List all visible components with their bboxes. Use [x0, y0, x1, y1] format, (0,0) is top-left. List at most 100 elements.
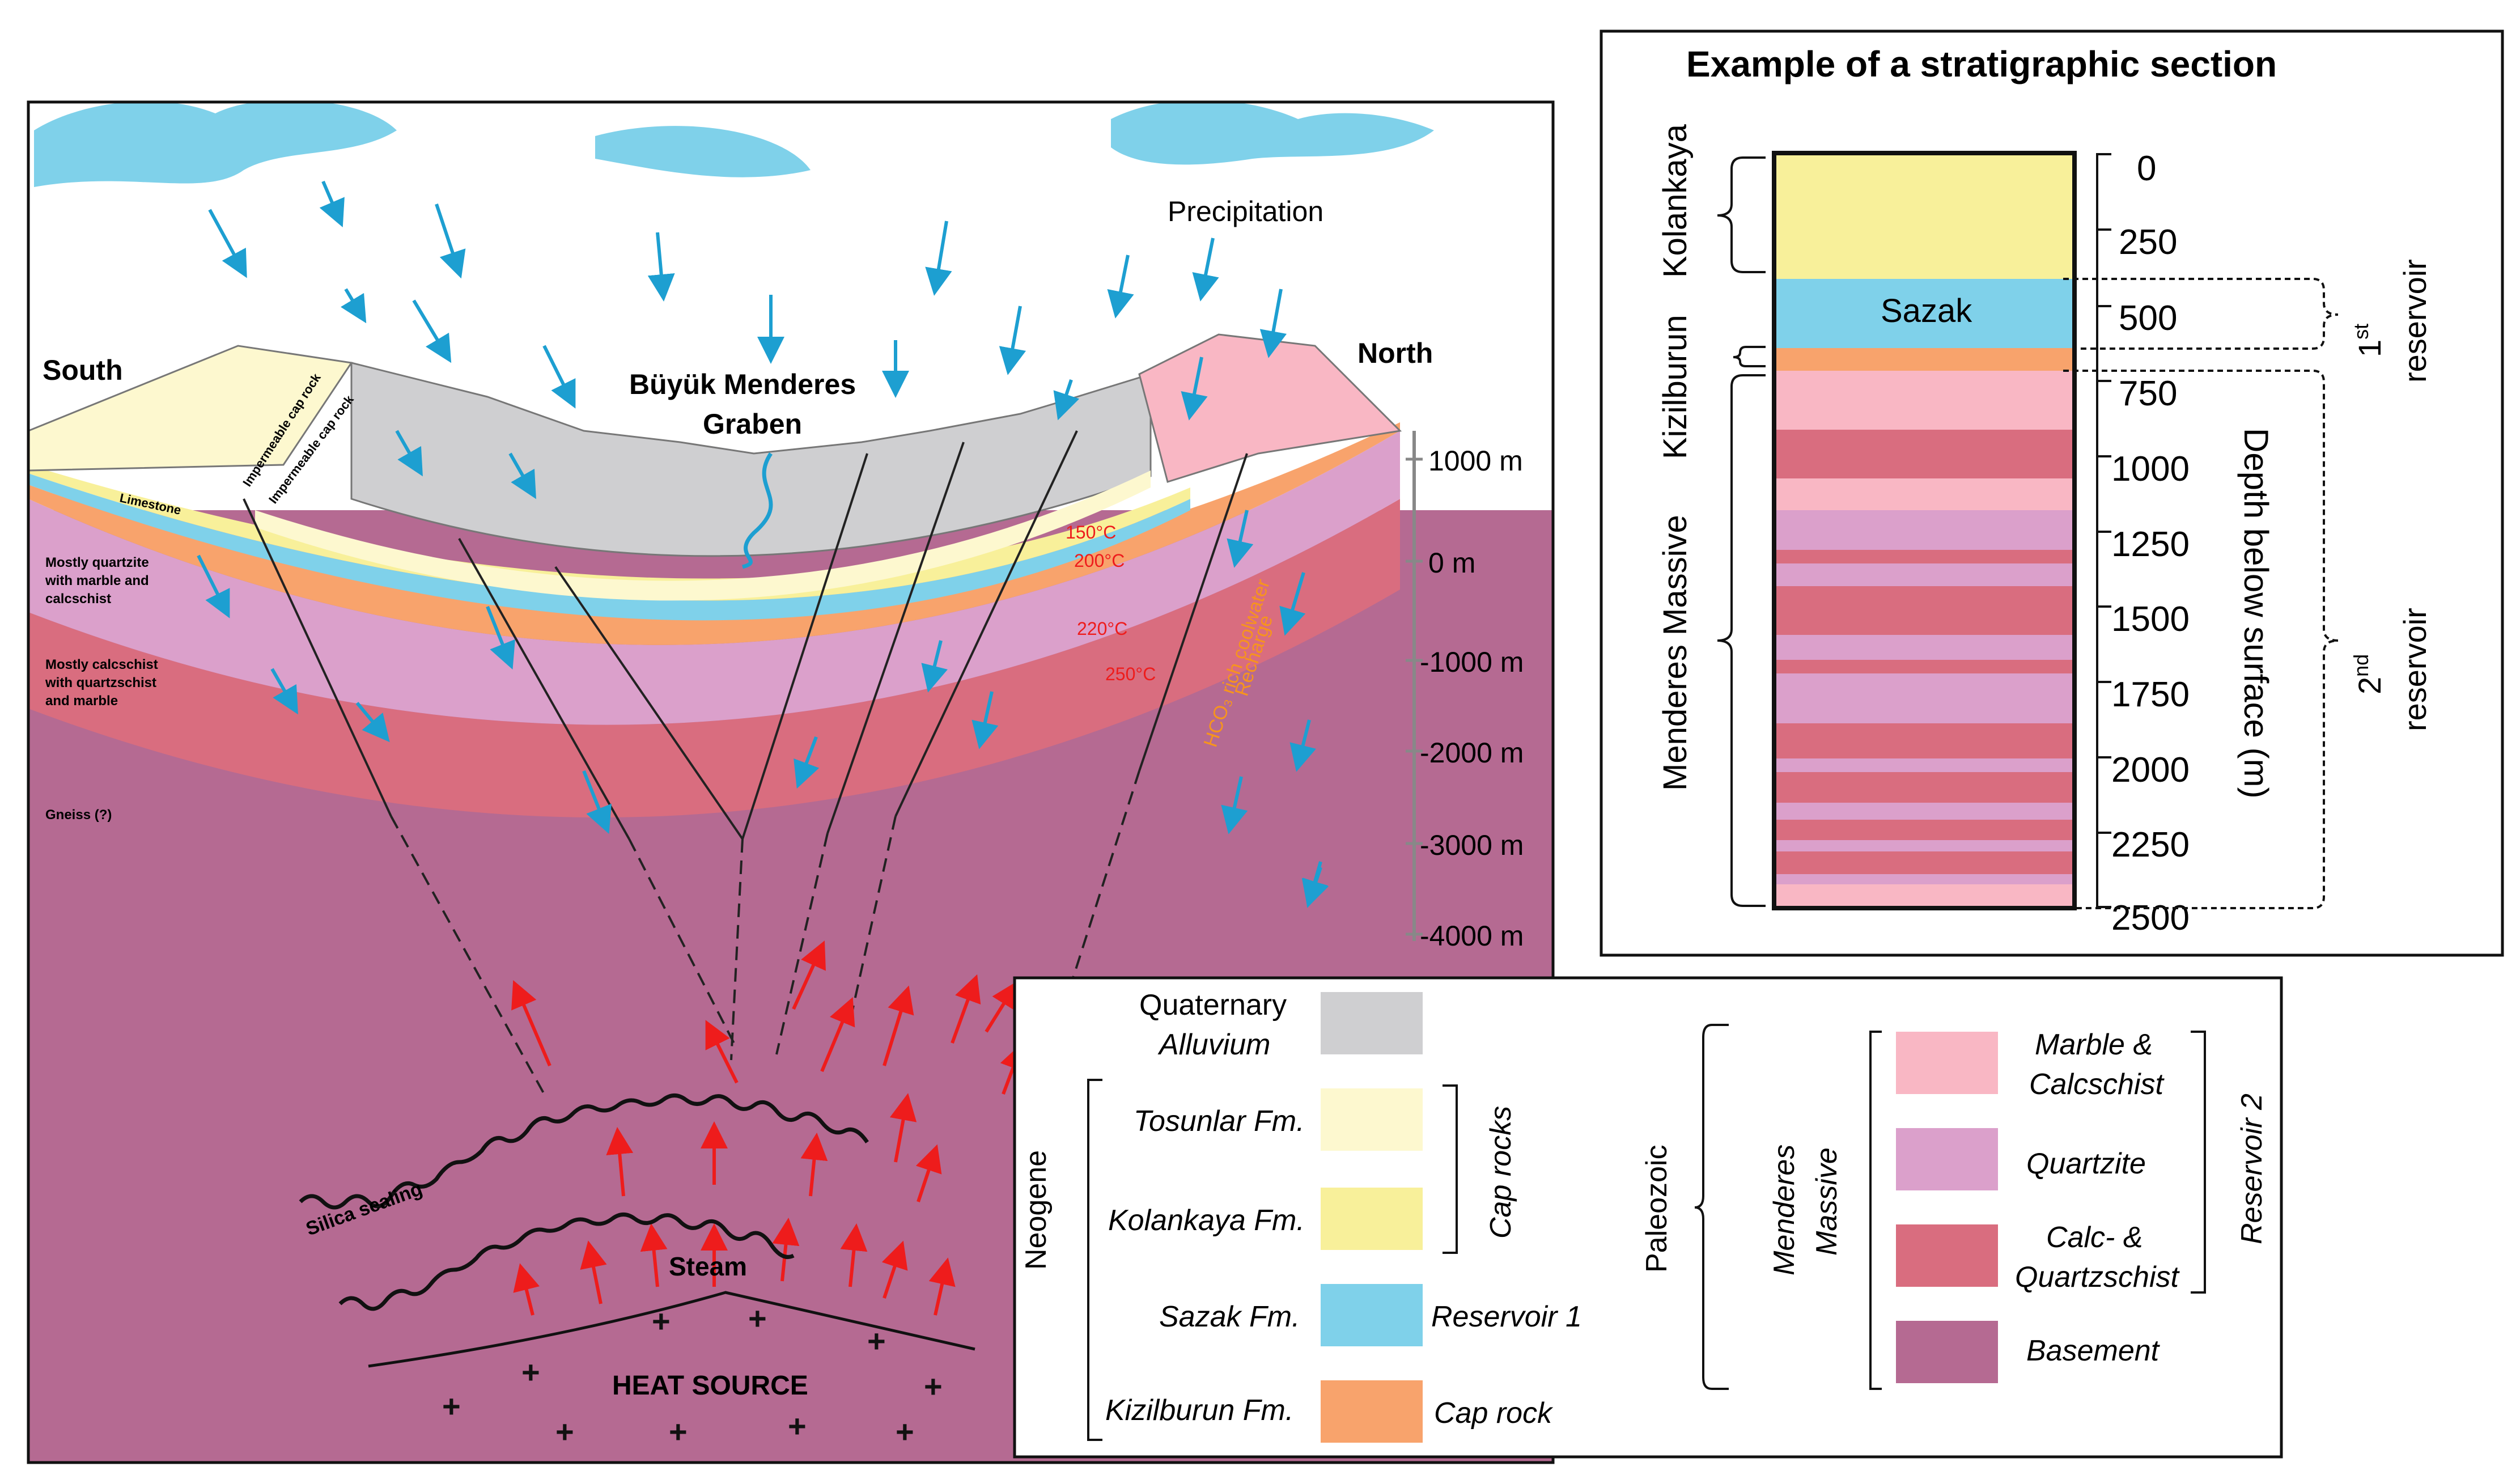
unit-kolankaya: Kolankaya: [1657, 124, 1694, 278]
north-block: [1138, 333, 1402, 483]
reservoir-1-label: 1st reservoir: [2349, 259, 2433, 383]
silica-sealing-line-2: [338, 1213, 795, 1311]
calcschist-label-3: and marble: [45, 693, 118, 709]
south-label: South: [43, 354, 123, 386]
legend-calc-2: Quartzschist: [2015, 1261, 2180, 1294]
quartzite-label-2: with marble and: [45, 573, 149, 588]
depth-scale: [1406, 431, 1423, 941]
reservoir-1-number: 1: [2352, 340, 2387, 357]
strat-title: Example of a stratigraphic section: [1686, 44, 2277, 84]
legend-cap-rock: Cap rock: [1434, 1397, 1554, 1430]
graben-label-line1: Büyük Menderes: [629, 368, 856, 400]
heat-source-label: HEAT SOURCE: [612, 1371, 808, 1401]
strat-tick-2500: 2500: [2111, 898, 2190, 938]
quartzite-label-1: Mostly quartzite: [45, 555, 149, 570]
strat-right-braces: [2063, 278, 2339, 909]
svg-text:+: +: [788, 1408, 807, 1444]
calcschist-label-1: Mostly calcschist: [45, 657, 158, 672]
strat-column: [1772, 151, 2077, 910]
quartzite-label-3: calcschist: [45, 591, 111, 607]
neogene-brace: [1087, 1079, 1102, 1441]
strat-tick-1500: 1500: [2111, 600, 2190, 639]
strat-tick-0: 0: [2137, 149, 2156, 188]
svg-text:+: +: [555, 1414, 574, 1449]
depth-label-minus1000: -1000 m: [1420, 646, 1524, 678]
legend-kolankaya: Kolankaya Fm.: [1108, 1204, 1305, 1237]
legend-tosunlar: Tosunlar Fm.: [1134, 1105, 1305, 1138]
heat-source-crosses: + + + + + + + + + +: [442, 1300, 943, 1449]
unit-kizilburun: Kizilburun: [1657, 315, 1694, 459]
svg-text:+: +: [442, 1388, 461, 1424]
heat-arrows: [511, 940, 1026, 1316]
cap-rocks-brace: [1443, 1084, 1458, 1254]
svg-text:+: +: [867, 1323, 886, 1359]
svg-text:+: +: [896, 1414, 914, 1449]
legend-cap-rocks: Cap rocks: [1484, 1106, 1517, 1239]
legend-menderes-2: Massive: [1810, 1147, 1843, 1256]
tosunlar-strip: [255, 471, 1151, 601]
legend-quartzite: Quartzite: [2026, 1147, 2146, 1180]
depth-label-minus2000: -2000 m: [1420, 737, 1524, 769]
unit-menderes: Menderes Massive: [1657, 515, 1694, 791]
legend-neogene: Neogene: [1020, 1150, 1053, 1270]
calcschist-label-2: with quartzschist: [45, 675, 156, 690]
clouds: [34, 102, 1434, 187]
svg-text:+: +: [652, 1303, 671, 1339]
reservoir-2-superscript: nd: [2349, 654, 2373, 677]
legend-swatches: [1321, 992, 1998, 1443]
strat-tick-250: 250: [2119, 223, 2177, 262]
legend-calc-1: Calc- &: [2046, 1221, 2143, 1254]
svg-text:+: +: [669, 1414, 688, 1449]
south-block: [28, 345, 353, 472]
legend-frame: [1013, 976, 2283, 1459]
sazak-column-label: Sazak: [1881, 293, 1972, 329]
svg-text:+: +: [748, 1300, 767, 1336]
depth-label-1000: 1000 m: [1428, 445, 1523, 477]
steam-label: Steam: [669, 1252, 747, 1281]
fault-lines: [243, 430, 1248, 840]
heat-source-boundary: [368, 1291, 975, 1368]
legend-reservoir-1: Reservoir 1: [1431, 1300, 1582, 1333]
svg-text:+: +: [924, 1368, 943, 1404]
kizilburun-layer: [28, 422, 1400, 645]
legend-menderes-1: Menderes: [1768, 1145, 1801, 1275]
svg-text:2nd: 2nd: [2349, 654, 2387, 694]
legend-marble-2: Calcschist: [2029, 1068, 2165, 1101]
river: [742, 452, 773, 569]
reservoir-2-brace: [2191, 1031, 2206, 1294]
legend-sazak: Sazak Fm.: [1159, 1300, 1300, 1333]
paleozoic-brace: [1694, 1024, 1729, 1390]
reservoir-1-word: reservoir: [2397, 259, 2433, 383]
strat-tick-1000: 1000: [2111, 450, 2190, 489]
gneiss-label: Gneiss (?): [45, 807, 112, 823]
quartzite-layer: [28, 431, 1400, 725]
legend-kizilburun: Kizilburun Fm.: [1105, 1394, 1293, 1427]
strat-tick-2250: 2250: [2111, 825, 2190, 864]
reservoir-2-number: 2: [2352, 677, 2387, 694]
strat-tick-1250: 1250: [2111, 525, 2190, 564]
legend-reservoir-2: Reservoir 2: [2235, 1093, 2268, 1244]
reservoir-2-label: 2nd reservoir: [2349, 608, 2433, 731]
svg-text:1st: 1st: [2349, 324, 2387, 357]
depth-label-0: 0 m: [1428, 547, 1475, 579]
depth-label-minus4000: -4000 m: [1420, 920, 1524, 952]
reservoir-1-superscript: st: [2349, 324, 2373, 340]
strat-left-braces: [1717, 156, 1766, 907]
legend-alluvium: Alluvium: [1157, 1028, 1271, 1061]
precipitation-label: Precipitation: [1168, 196, 1323, 227]
silica-sealing-line-1: [299, 1093, 869, 1210]
legend-basement: Basement: [2026, 1334, 2161, 1367]
svg-text:+: +: [521, 1354, 540, 1390]
precipitation-arrows: [197, 180, 1329, 908]
strat-tick-2000: 2000: [2111, 751, 2190, 790]
depth-label-minus3000: -3000 m: [1420, 829, 1524, 861]
reservoir-2-word: reservoir: [2397, 608, 2433, 731]
strat-tick-1750: 1750: [2111, 675, 2190, 714]
strat-depth-axis-label: Depth below surface (m): [2237, 428, 2275, 799]
temp-150: 150°C: [1066, 522, 1116, 542]
temp-200: 200°C: [1074, 550, 1125, 571]
graben-label-line2: Graben: [703, 408, 802, 440]
strat-tick-500: 500: [2119, 299, 2177, 338]
legend-marble-1: Marble &: [2035, 1028, 2153, 1061]
